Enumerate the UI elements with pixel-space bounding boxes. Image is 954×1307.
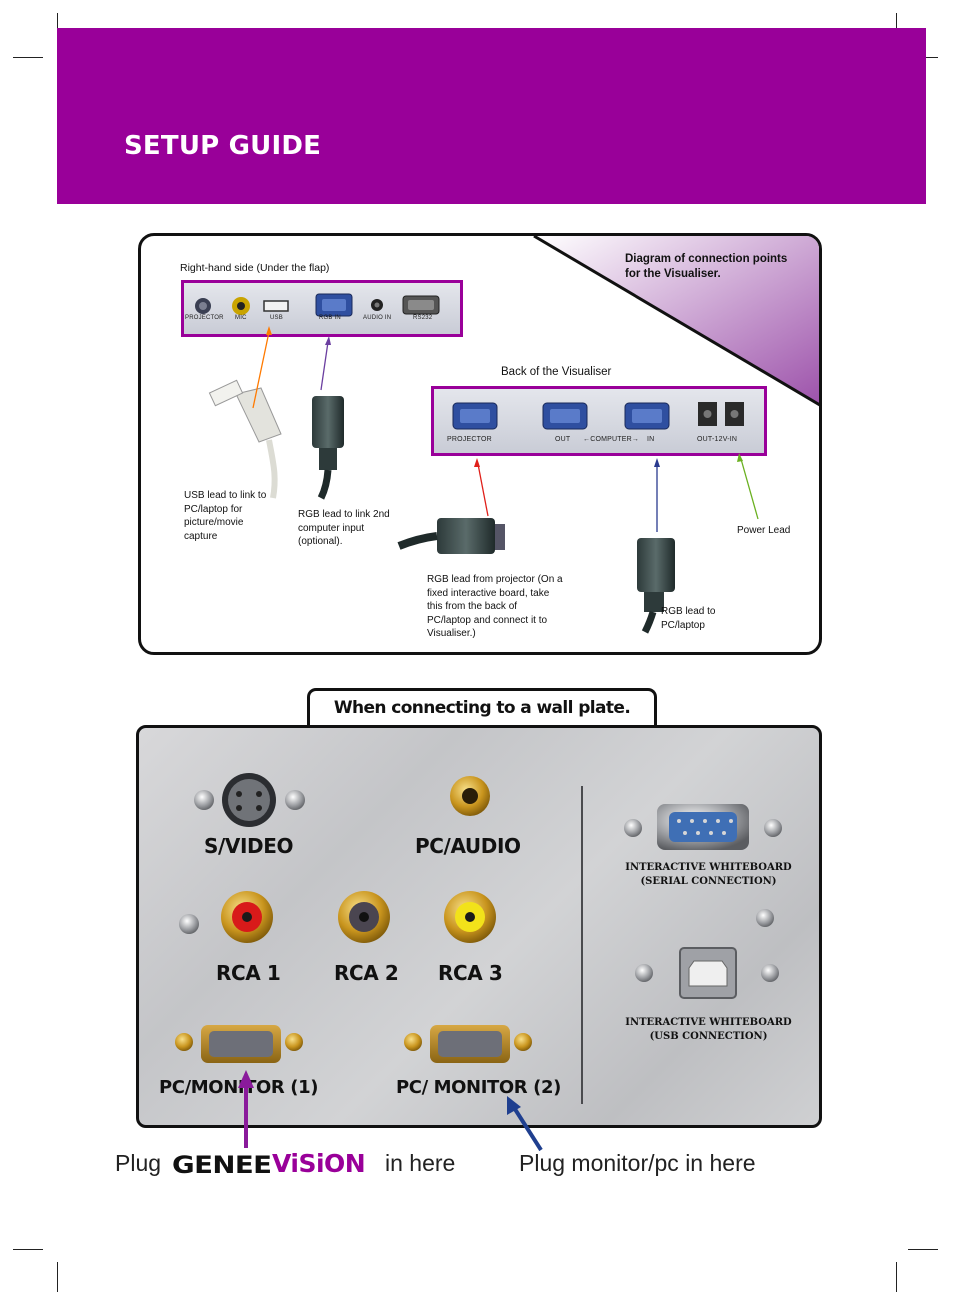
pc-monitor-1-label: PC/MONITOR (1)	[159, 1077, 319, 1098]
port-label: USB	[270, 315, 283, 321]
crop-mark	[908, 1249, 938, 1250]
wall-plate-graphics	[175, 773, 782, 1104]
connection-diagram: Diagram of connection points for the Vis…	[138, 233, 822, 655]
brand-logo-genee: GENEE	[172, 1151, 272, 1179]
serial-port-icon	[402, 295, 440, 315]
serial-port-icon	[624, 804, 782, 850]
port-label: AUDIO IN	[363, 315, 392, 321]
vga-port-icon	[624, 402, 670, 430]
rgb-projector-label: RGB lead from projector (On a fixed inte…	[427, 574, 563, 639]
vga-port-icon	[404, 1025, 532, 1063]
arrow-icon	[252, 326, 272, 409]
rca3-label: RCA 3	[438, 961, 503, 985]
plug-caption-prefix: Plug	[115, 1150, 162, 1176]
wall-plate-title-tab: When connecting to a wall plate.	[307, 688, 657, 725]
port-label: RS232	[413, 315, 433, 321]
port-label: RGB IN	[319, 315, 341, 321]
brand-logo-vision: ViSiON	[272, 1149, 366, 1178]
screw-icon	[756, 909, 774, 927]
plug-caption-suffix: in here	[385, 1150, 456, 1176]
vga-cable-icon	[397, 518, 505, 554]
port-label: MIC	[235, 315, 247, 321]
corner-line	[533, 236, 819, 407]
whiteboard-usb-label: INTERACTIVE WHITEBOARD (USB CONNECTION)	[625, 1017, 792, 1042]
rca-port-icon	[179, 891, 273, 943]
arrow-icon	[320, 336, 331, 391]
audio-in-port-icon	[371, 299, 383, 311]
port-label: PROJECTOR	[447, 436, 492, 443]
port-label: ←COMPUTER→	[583, 436, 640, 443]
diagram-caption: Diagram of connection points for the Vis…	[625, 253, 788, 280]
crop-mark	[13, 57, 43, 58]
usb-port-icon	[263, 300, 289, 312]
usb-cable-icon	[208, 379, 282, 499]
vga-port-icon	[175, 1025, 303, 1063]
crop-mark	[896, 1262, 897, 1292]
vga-cable-icon	[312, 396, 344, 500]
page-title: SETUP GUIDE	[124, 131, 322, 161]
back-title: Back of the Visualiser	[501, 366, 612, 378]
arrow-icon	[654, 458, 660, 532]
audio-port-icon	[450, 776, 490, 816]
port-label: IN	[647, 436, 655, 443]
vga-port-icon	[452, 402, 498, 430]
right-side-title: Right-hand side (Under the flap)	[180, 262, 330, 274]
port-label: OUT-12V-IN	[697, 436, 738, 443]
whiteboard-serial-label: INTERACTIVE WHITEBOARD (SERIAL CONNECTIO…	[625, 862, 792, 887]
port-label: OUT	[555, 436, 571, 443]
rgb-pc-label: RGB lead to PC/laptop	[661, 606, 716, 631]
arrow-icon	[737, 453, 759, 520]
rca2-label: RCA 2	[334, 961, 399, 985]
crop-mark	[57, 1262, 58, 1292]
rca1-label: RCA 1	[216, 961, 281, 985]
vga-port-icon	[315, 293, 353, 317]
svideo-port-icon	[195, 298, 211, 314]
power-lead-label: Power Lead	[737, 525, 791, 536]
plug-monitor-caption: Plug monitor/pc in here	[519, 1150, 756, 1176]
usb-b-port-icon	[635, 947, 779, 999]
wall-plate-title: When connecting to a wall plate.	[333, 698, 631, 718]
vga-port-icon	[542, 402, 588, 430]
rca-port-icon	[338, 891, 390, 943]
svideo-port-icon	[194, 773, 305, 827]
usb-lead-label: USB lead to link to PC/laptop for pictur…	[184, 490, 267, 542]
diagram-graphics	[181, 236, 819, 634]
rgb-second-input-label: RGB lead to link 2nd computer input (opt…	[298, 509, 390, 547]
rca-port-icon	[444, 891, 496, 943]
header-banner: SETUP GUIDE	[57, 28, 926, 204]
crop-mark	[13, 1249, 43, 1250]
mic-port-icon	[232, 297, 250, 315]
wall-plate-photo: S/VIDEO PC/AUDIO RCA 1 RCA 2 RCA 3 PC/MO…	[136, 725, 822, 1128]
port-label: PROJECTOR	[185, 315, 224, 321]
power-port-icon	[698, 402, 744, 426]
svideo-label: S/VIDEO	[204, 834, 294, 858]
vga-cable-icon	[637, 538, 675, 634]
pc-monitor-2-label: PC/ MONITOR (2)	[396, 1077, 561, 1098]
pc-audio-label: PC/AUDIO	[415, 834, 521, 858]
arrow-icon	[474, 458, 489, 517]
